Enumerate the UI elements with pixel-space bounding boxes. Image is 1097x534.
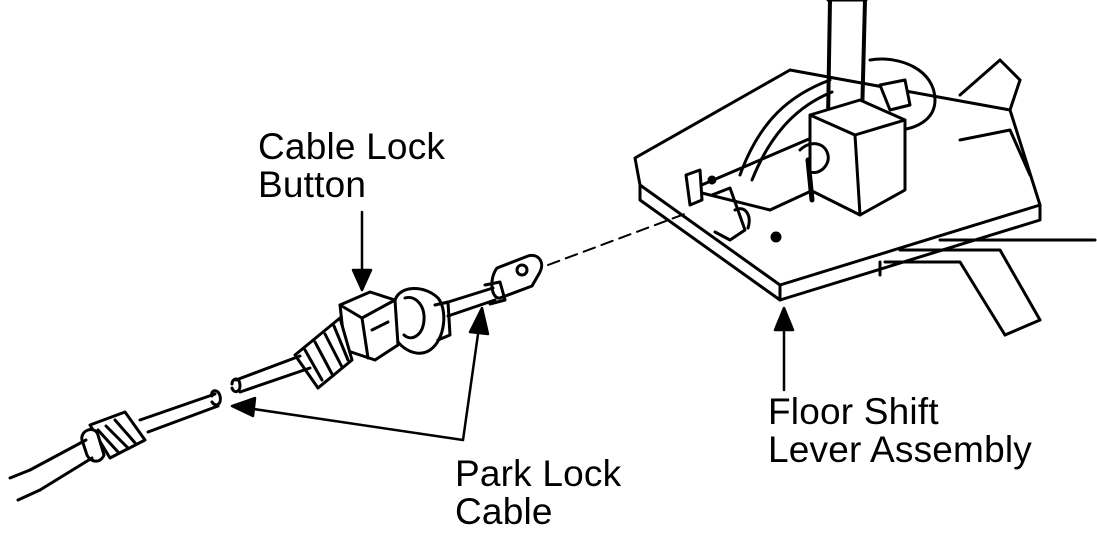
alignment-dashed-line (547, 211, 691, 266)
leader-arrows (230, 210, 795, 442)
cable-lock-button-label-line2: Button (258, 164, 367, 205)
cable-lock-button-label-line1: Cable Lock (258, 126, 446, 167)
floor-shift-lever-label: Floor Shift Lever Assembly (768, 393, 1032, 469)
park-lock-cable-label-line2: Cable (455, 491, 553, 532)
cable-lock-button-label: Cable Lock Button (258, 128, 445, 204)
cable-end-eyelet (443, 253, 544, 318)
park-lock-cable-label-line1: Park Lock (455, 453, 622, 494)
floor-shift-lever-label-line2: Lever Assembly (768, 429, 1032, 470)
park-lock-cable-label: Park Lock Cable (455, 455, 621, 531)
floor-shift-lever-label-line1: Floor Shift (768, 391, 939, 432)
floor-shift-lever-assembly (633, 0, 1097, 337)
cable-housing (8, 389, 222, 502)
cable-lock-body (230, 287, 452, 394)
